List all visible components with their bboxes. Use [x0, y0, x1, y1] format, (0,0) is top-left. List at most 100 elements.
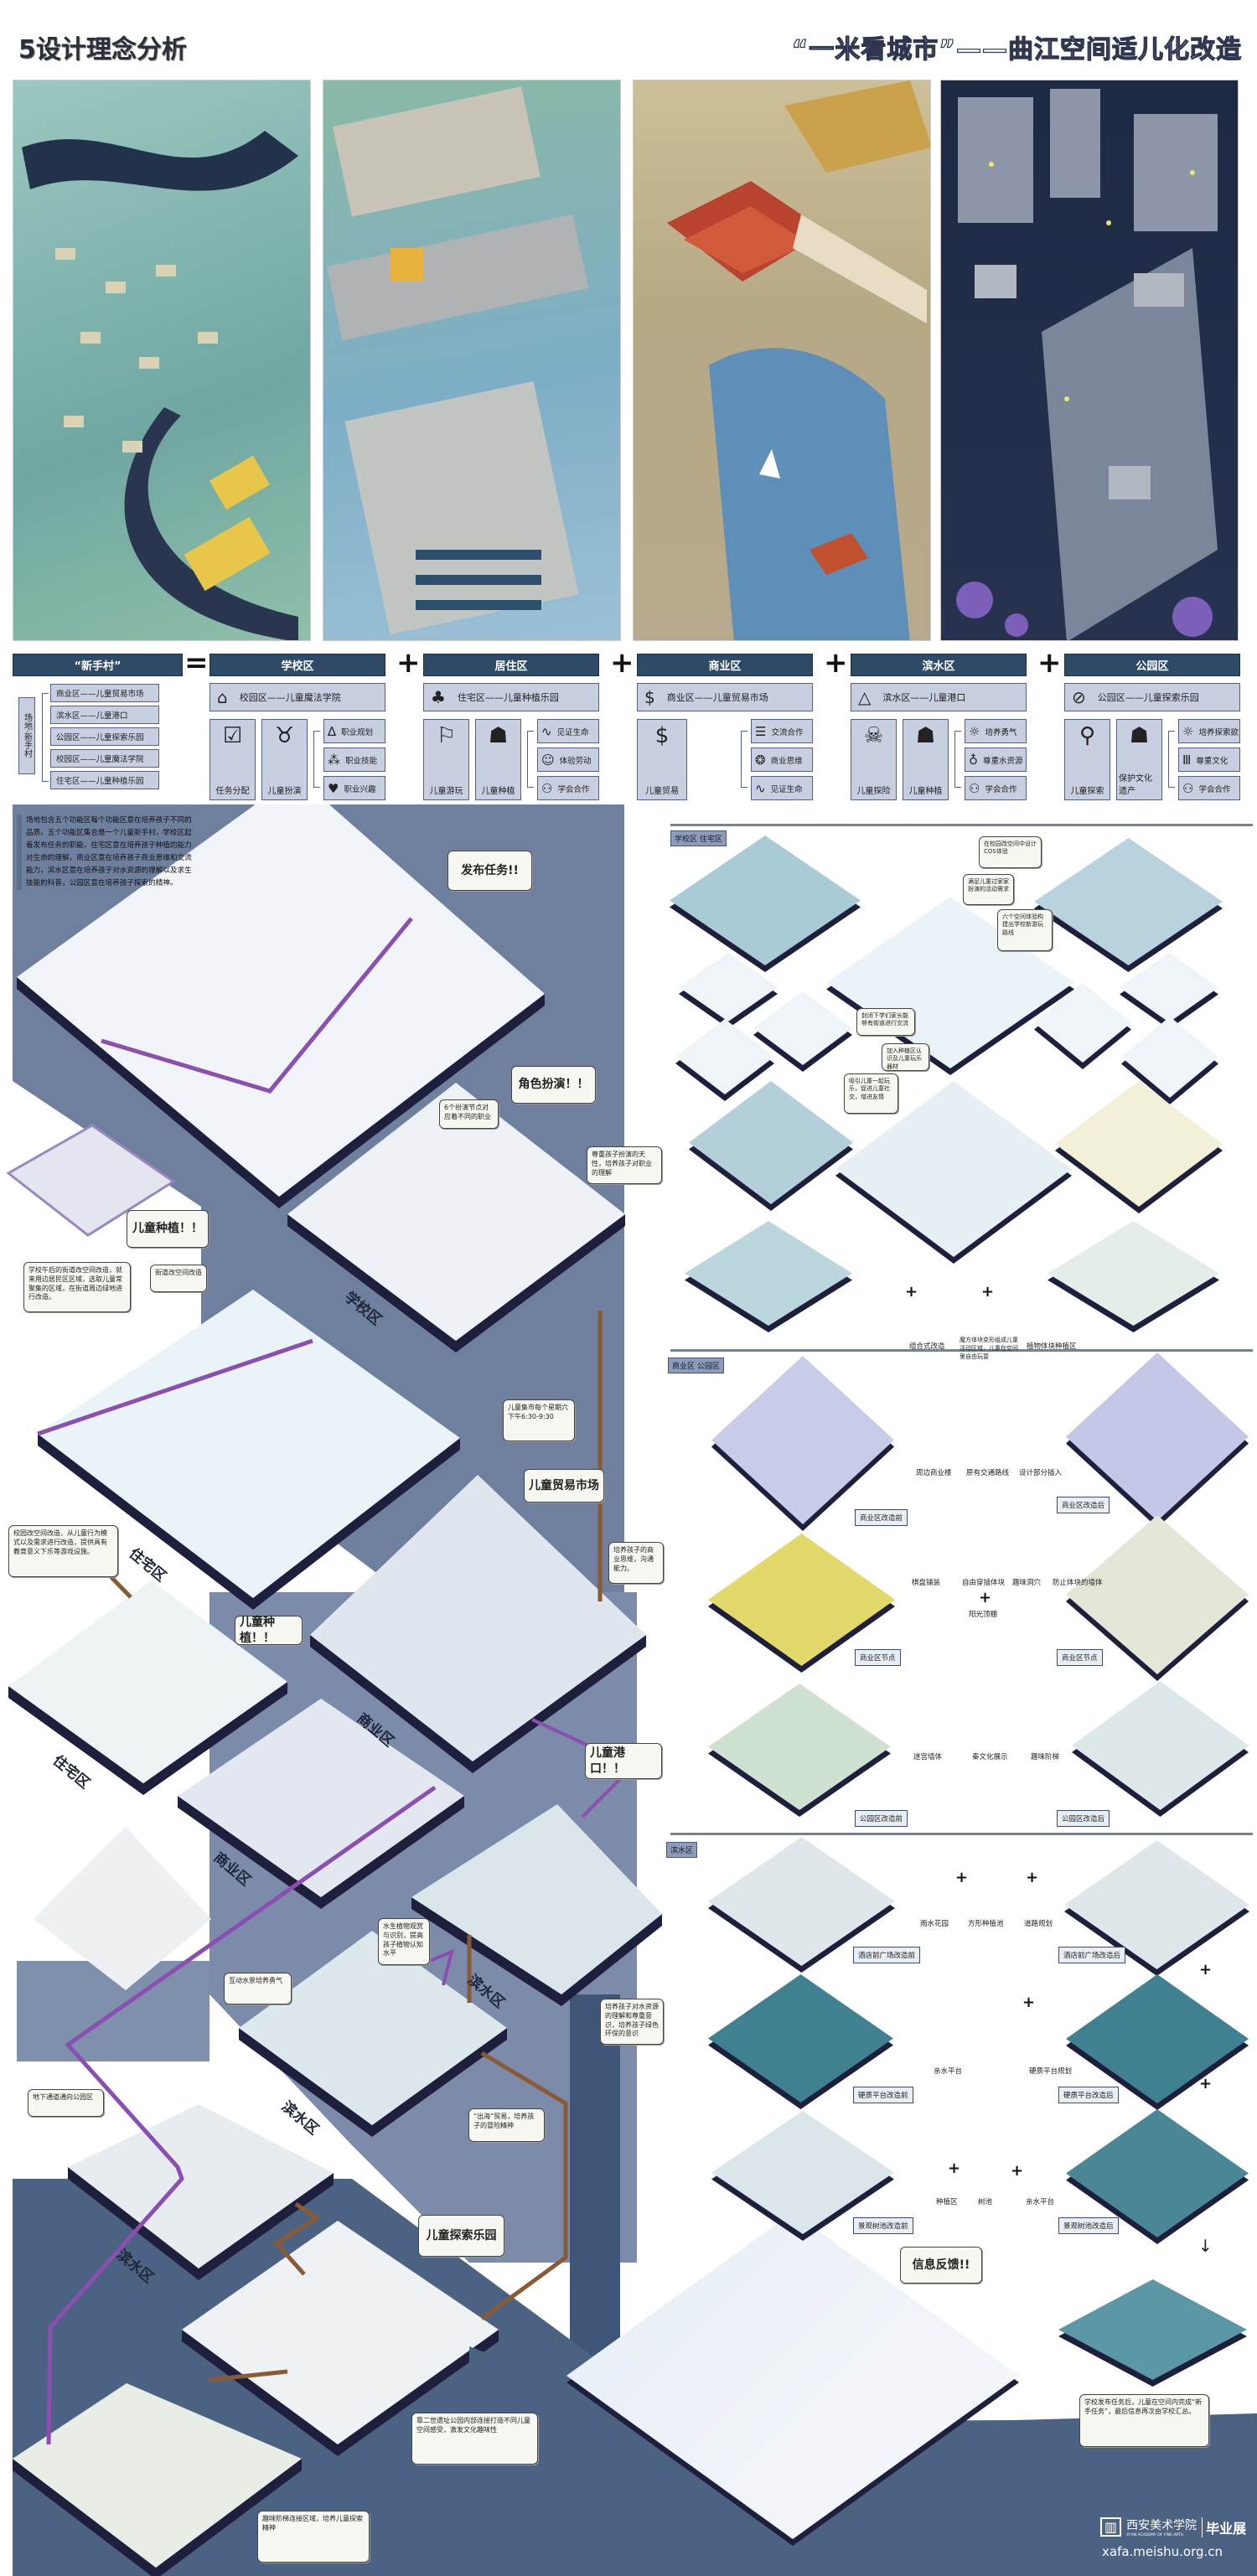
- callout-bubble: “出海”贸易，培养孩子的冒险精神: [468, 2108, 545, 2142]
- plus-sign: +: [1022, 1994, 1036, 2011]
- footer-url[interactable]: xafa.meishu.org.cn: [1102, 2544, 1223, 2559]
- callout-bubble: 学校发布任务后，儿童在空间内完成“新手任务”，最后信息再次由学校汇总。: [1079, 2394, 1209, 2447]
- iso-tile: [711, 1356, 894, 1531]
- callout-bubble: 地下通道通向公园区: [28, 2089, 104, 2117]
- farmer-icon: ☗: [1129, 723, 1150, 748]
- caption: 亲水平台: [934, 2067, 963, 2076]
- village-item: 滨水区——儿童港口: [50, 706, 159, 724]
- platform-residential-2: [8, 1580, 287, 1783]
- caption: 自由穿插体块: [962, 1579, 1006, 1587]
- brown-route: [273, 2201, 321, 2276]
- iso-tile: [708, 1974, 893, 2109]
- sun-icon: ☼: [969, 723, 980, 739]
- callout-bubble: 6个扮演节点对应着不同的职业: [439, 1099, 499, 1129]
- equals-sign: =: [184, 646, 209, 680]
- iso-tile: [1058, 2279, 1247, 2387]
- iso-tile: [1048, 1221, 1219, 1332]
- outcome-item: ❂商业思维: [751, 747, 813, 772]
- activity-card: ⚐ 儿童游玩: [423, 719, 469, 800]
- caption: 棋盘铺装: [912, 1579, 941, 1587]
- platform-park-entrance: [13, 2383, 302, 2568]
- caption: 秦文化展示: [972, 1753, 1008, 1761]
- people-icon: ⚇: [1182, 780, 1194, 796]
- outcome-item: ⚇学会合作: [965, 776, 1027, 800]
- people-icon: ⚇: [969, 780, 980, 796]
- outcome-item: ∆职业规划: [323, 719, 385, 743]
- viking-helmet-icon: ♉: [274, 723, 295, 748]
- outcome-item: ☼培养勇气: [965, 719, 1027, 743]
- note-bubble: 满足儿童过家家扮演的活动需求: [963, 874, 1014, 905]
- caption: 趣味阶梯: [1031, 1753, 1060, 1761]
- note-bubble: 吸引儿童一起玩乐，促进儿童社交，增进友情: [844, 1073, 898, 1114]
- activity-label: 儿童探索: [1070, 787, 1104, 796]
- stage-label: 景观树池改造后: [1058, 2217, 1119, 2234]
- water-drop-icon: ♁: [969, 752, 978, 768]
- caption: 阳光顶棚: [969, 1611, 998, 1619]
- platform-feedback-school: [566, 2212, 1019, 2546]
- zone-theme-label: 公园区——儿童探索乐园: [1097, 692, 1199, 703]
- section-divider: [670, 1833, 1253, 1835]
- heartbeat-icon: ∿: [755, 780, 766, 796]
- activity-card: ☗保护文化遗产: [1116, 719, 1162, 800]
- callout-bubble: 培养孩子的商业思维，沟通能力。: [608, 1542, 664, 1584]
- stage-label: 景观树池改造前: [853, 2217, 913, 2234]
- project-subtitle: “一米看城市”——曲江空间适儿化改造: [791, 34, 1242, 65]
- zone-bar: 学校区: [210, 654, 385, 676]
- iso-tile: [675, 1019, 774, 1101]
- iso-tile: [1034, 838, 1223, 972]
- iso-tile: [1066, 1974, 1249, 2110]
- academy-name: 西安美术学院: [1126, 2519, 1198, 2532]
- platform-waterfront-3: [68, 2104, 334, 2268]
- caption: 树池: [978, 2198, 993, 2206]
- iso-tile: [689, 1081, 853, 1211]
- bracket: [954, 731, 961, 788]
- zone-theme: △滨水区——儿童港口: [851, 683, 1027, 711]
- newbie-village-bar: “新手村”: [13, 654, 183, 676]
- iso-tile: [711, 2111, 894, 2241]
- iso-tile: [1066, 1515, 1249, 1681]
- note-bubble: 六个空间体验构建出学校新游玩路线: [997, 909, 1053, 951]
- page-title: 5设计理念分析: [18, 35, 187, 65]
- flag-icon: ⚐: [436, 723, 457, 748]
- network-icon: ⁂: [328, 752, 340, 768]
- section-tag: 商业区 公园区: [668, 1358, 724, 1373]
- bracket: [527, 731, 534, 788]
- render-park-night: [940, 80, 1239, 641]
- callout-bubble: 学校午后的街道改空间改造，就来用边居民区区域，选取儿童常聚集的区域，在街道周边绿…: [23, 1262, 131, 1312]
- iso-tile: [1055, 1081, 1223, 1213]
- activity-card: ☑任务分配: [210, 719, 256, 800]
- activity-label: 儿童游玩: [429, 787, 463, 796]
- iso-tile: [1120, 953, 1218, 1029]
- caption: 方形种植池: [968, 1920, 1004, 1928]
- outcome-label: 见证生命: [770, 784, 803, 794]
- pirate-flag-icon: ☠: [863, 723, 884, 748]
- callout-bubble: 互动水景培养勇气: [224, 1973, 292, 2004]
- callout-bubble: 儿童种植！！: [127, 1210, 209, 1248]
- activity-label: 任务分配: [215, 787, 250, 796]
- bracket: [42, 693, 49, 782]
- callout-bubble: 尊重孩子扮演的天性，培养孩子对职业的理解: [587, 1146, 662, 1184]
- callout-bubble: 街道改空间改造: [150, 1265, 207, 1292]
- village-item: 校园区——儿童魔法学院: [50, 749, 159, 768]
- activity-label: 儿童种植: [908, 787, 943, 796]
- village-label: 场地·新手村: [18, 697, 35, 774]
- outcome-label: 商业思维: [770, 756, 803, 766]
- arrow-down-icon: ↓: [1198, 2236, 1213, 2256]
- plus-sign: +: [981, 1283, 995, 1301]
- callout-bubble: 水生植物观赏与识别，提高孩子植物认知水平: [378, 1918, 430, 1965]
- zone-theme: ⌂校园区——儿童魔法学院: [210, 683, 385, 711]
- academy-name-en: XI'AN ACADEMY OF FINE ARTS: [1126, 2533, 1183, 2537]
- platform-school-2: [287, 1083, 625, 1341]
- heart-icon: ♥: [328, 780, 339, 796]
- stage-label: 商业区改造前: [855, 1509, 908, 1526]
- callout-bubble: 靠二世遗址公园内部连接打造不同儿童空间感受，激发文化趣味性: [411, 2413, 538, 2465]
- stage-label: 公园区改造后: [1057, 1810, 1110, 1827]
- plus-sign: +: [1037, 646, 1062, 680]
- outcome-label: 职业兴趣: [344, 784, 376, 794]
- compass-icon: ∆: [328, 723, 337, 739]
- stage-label: 商业区节点: [855, 1649, 901, 1666]
- stage-label: 酒店前广场改造前: [853, 1947, 921, 1963]
- outcome-item: ∿见证生命: [537, 719, 599, 743]
- outcome-item: ⚇学会合作: [537, 776, 599, 800]
- outcome-label: 尊重水资源: [983, 756, 1023, 766]
